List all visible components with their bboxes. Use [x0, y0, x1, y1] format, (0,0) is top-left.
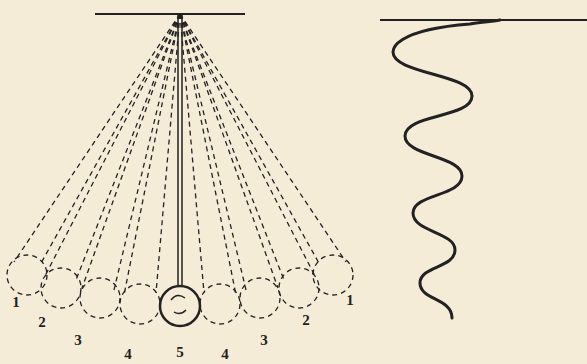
damped-oscillation-trace — [393, 20, 500, 318]
position-number: 3 — [74, 333, 82, 348]
position-number: 3 — [260, 333, 268, 348]
position-number: 2 — [302, 313, 310, 328]
position-number: 1 — [12, 295, 20, 310]
pendulum-bob — [160, 286, 200, 326]
pendulum-rod — [177, 14, 179, 286]
position-number: 1 — [346, 293, 354, 308]
support-beam — [95, 13, 245, 15]
position-number: 2 — [38, 315, 46, 330]
position-number: 4 — [124, 347, 132, 362]
position-number: 4 — [221, 347, 229, 362]
swing-lines — [14, 14, 346, 295]
position-number: 5 — [176, 345, 184, 360]
